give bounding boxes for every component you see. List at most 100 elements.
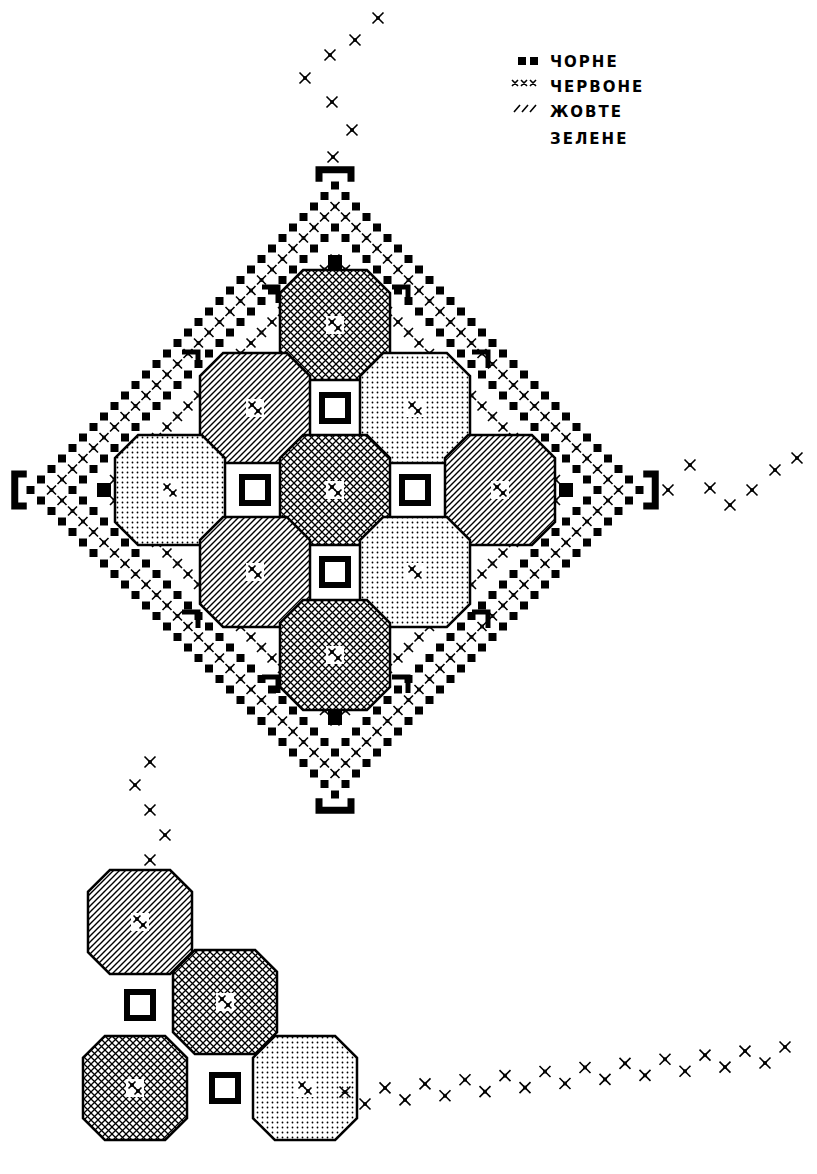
black-stitch	[499, 392, 507, 400]
cross-stitch	[520, 580, 529, 589]
black-stitch	[331, 224, 339, 232]
cross-stitch	[530, 402, 539, 411]
cross-stitch	[415, 286, 424, 295]
cross-stitch	[551, 549, 560, 558]
cross-stitch	[663, 485, 674, 496]
cross-stitch	[340, 1087, 351, 1098]
cross-stitch	[554, 426, 557, 429]
cross-stitch	[239, 300, 242, 303]
cross-stitch	[249, 402, 256, 409]
cross-stitch	[386, 258, 389, 261]
black-stitch	[562, 560, 570, 568]
cross-stitch	[337, 492, 340, 495]
black-stitch	[499, 581, 507, 589]
black-stitch	[478, 644, 486, 652]
black-stitch	[489, 633, 497, 641]
black-stitch	[268, 686, 276, 694]
cross-stitch	[300, 73, 311, 84]
black-stitch	[384, 234, 392, 242]
cross-stitch	[131, 1084, 134, 1087]
cross-stitch	[409, 566, 416, 573]
cross-stitch	[163, 601, 172, 610]
black-stitch	[520, 413, 528, 421]
cross-stitch	[194, 339, 203, 348]
cross-stitch	[499, 549, 508, 558]
cross-stitch	[247, 633, 256, 642]
black-stitch	[184, 644, 192, 652]
cross-stitch	[257, 276, 266, 285]
cross-stitch	[325, 50, 336, 61]
cross-stitch	[197, 342, 200, 345]
black-stitch	[352, 770, 360, 778]
cross-stitch	[446, 654, 455, 663]
cross-stitch	[184, 622, 193, 631]
cross-stitch	[415, 572, 422, 579]
black-stitch	[352, 245, 360, 253]
cross-stitch	[281, 720, 284, 723]
cross-stitch	[541, 412, 550, 421]
cross-stitch	[512, 384, 515, 387]
black-stitch	[142, 602, 150, 610]
cross-stitch	[313, 751, 316, 754]
black-stitch	[79, 497, 87, 505]
cross-stitch	[415, 633, 424, 642]
cross-stitch	[478, 402, 487, 411]
black-stitch	[111, 444, 119, 452]
cross-stitch	[271, 268, 274, 271]
cross-stitch	[584, 1066, 587, 1069]
black-stitch	[100, 455, 108, 463]
cross-stitch	[219, 996, 226, 1003]
black-stitch	[478, 329, 486, 337]
cross-stitch	[173, 360, 182, 369]
cross-stitch	[564, 1082, 567, 1085]
black-stitch	[541, 581, 549, 589]
black-stitch	[37, 497, 45, 505]
cross-stitch	[362, 234, 371, 243]
cross-stitch	[709, 487, 712, 490]
cross-stitch	[729, 504, 732, 507]
black-stitch	[510, 570, 518, 578]
black-stitch	[310, 245, 318, 253]
black-corner	[472, 612, 488, 628]
cross-stitch	[71, 510, 74, 513]
cross-stitch	[205, 328, 214, 337]
cross-stitch	[444, 1094, 447, 1097]
cross-stitch	[137, 1090, 140, 1093]
black-stitch	[373, 707, 381, 715]
black-stitch	[79, 539, 87, 547]
cross-stitch	[250, 636, 253, 639]
cross-stitch	[329, 319, 336, 326]
cross-stitch	[327, 97, 338, 108]
black-stitch	[415, 266, 423, 274]
cross-stitch	[481, 573, 484, 576]
cross-stitch	[554, 552, 557, 555]
cross-stitch	[103, 436, 106, 439]
cross-stitch	[502, 373, 505, 376]
black-stitch	[394, 245, 402, 253]
medallion	[253, 1036, 357, 1140]
cross-stitch	[436, 307, 445, 316]
cross-stitch	[624, 1062, 627, 1065]
black-stitch	[447, 339, 455, 347]
cross-stitch	[329, 484, 336, 491]
cross-stitch	[187, 573, 190, 576]
cross-stitch	[251, 568, 254, 571]
cross-stitch	[784, 1046, 787, 1049]
cross-stitch	[499, 601, 508, 610]
black-stitch	[205, 665, 213, 673]
cross-stitch	[89, 444, 98, 453]
cross-stitch	[377, 17, 380, 20]
cross-stitch	[478, 570, 487, 579]
black-stitch	[342, 780, 350, 788]
black-stitch	[415, 665, 423, 673]
cross-stitch	[310, 748, 319, 757]
black-stitch	[478, 602, 486, 610]
cross-stitch	[664, 1058, 667, 1061]
black-stitch	[436, 287, 444, 295]
cross-stitch	[166, 604, 169, 607]
black-stitch	[531, 591, 539, 599]
cross-stitch	[373, 244, 382, 253]
cross-stitch	[260, 699, 263, 702]
cross-stitch	[440, 1090, 451, 1101]
black-stitch	[69, 444, 77, 452]
